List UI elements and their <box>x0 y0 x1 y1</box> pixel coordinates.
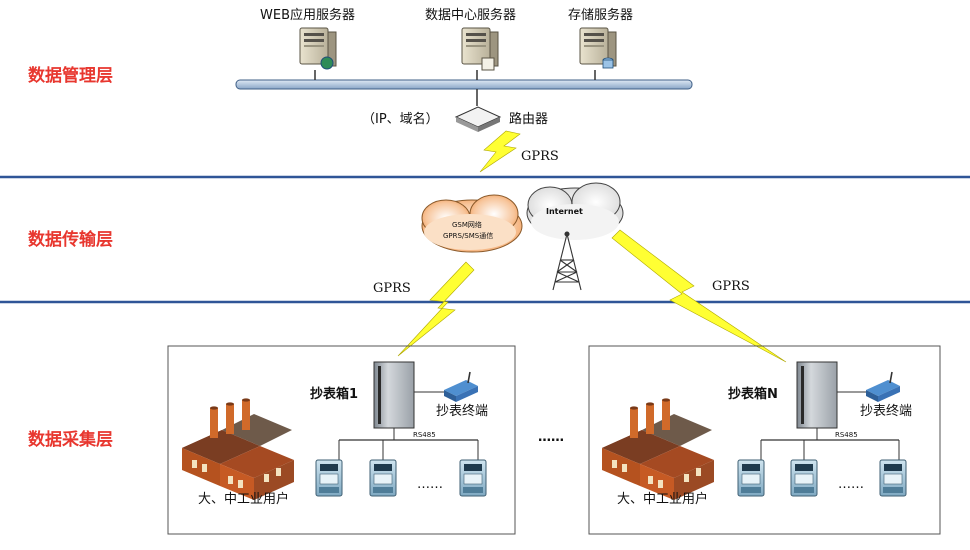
gprs-label-right: GPRS <box>712 279 750 294</box>
cell-tower-icon <box>552 231 582 291</box>
lightning-top <box>479 130 521 173</box>
datacenter-server: 数据中心服务器 <box>425 7 516 80</box>
between-sites-ellipsis: …… <box>538 430 564 445</box>
site-n-user-label: 大、中工业用户 <box>617 491 708 507</box>
gsm-cloud <box>421 194 523 253</box>
factory-icon <box>182 398 294 500</box>
meter-box-1 <box>373 361 415 429</box>
internet-label: Internet <box>546 207 583 216</box>
site-n-terminal-label: 抄表终端 <box>860 403 912 419</box>
router-label: 路由器 <box>509 111 548 127</box>
site-n-box-label: 抄表箱N <box>728 386 778 402</box>
document-icon <box>481 57 495 71</box>
site-1-user-label: 大、中工业用户 <box>198 491 289 507</box>
site-1-meters-ellipsis: …… <box>417 477 443 492</box>
site-1-terminal-label: 抄表终端 <box>436 403 488 419</box>
layer-label-management: 数据管理层 <box>28 65 113 86</box>
lightning-right <box>611 229 787 363</box>
lightning-left <box>397 261 475 357</box>
site-n-meters-ellipsis: …… <box>838 477 864 492</box>
meter-icon <box>790 459 818 497</box>
factory-icon <box>602 398 714 500</box>
web-server: WEB应用服务器 <box>260 7 355 80</box>
site-n-bus-label: RS485 <box>835 431 858 439</box>
terminal-icon <box>443 371 479 403</box>
meter-icon <box>737 459 765 497</box>
globe-icon <box>320 56 334 70</box>
layer-label-collection: 数据采集层 <box>28 429 113 450</box>
meter-icon <box>459 459 487 497</box>
site-1-box-label: 抄表箱1 <box>310 386 358 402</box>
server-bus <box>235 79 693 90</box>
site-panel-1 <box>167 345 516 535</box>
site-panel-n <box>588 345 941 535</box>
meter-box-n <box>796 361 838 429</box>
meter-icon <box>879 459 907 497</box>
gprs-label-top: GPRS <box>521 149 559 164</box>
terminal-icon <box>865 371 901 403</box>
gprs-label-left: GPRS <box>373 281 411 296</box>
gsm-label-line2: GPRS/SMS通信 <box>443 231 493 240</box>
site-1-bus-label: RS485 <box>413 431 436 439</box>
meter-icon <box>369 459 397 497</box>
web-server-label: WEB应用服务器 <box>260 7 355 23</box>
datacenter-server-label: 数据中心服务器 <box>425 7 516 23</box>
meter-icon <box>315 459 343 497</box>
router <box>454 106 502 132</box>
router-prefix: （IP、域名） <box>362 111 439 127</box>
layer-label-transmission: 数据传输层 <box>28 229 113 250</box>
storage-server: 存储服务器 <box>568 7 633 80</box>
storage-server-label: 存储服务器 <box>568 7 633 23</box>
gsm-label-line1: GSM网络 <box>452 220 482 229</box>
internet-cloud <box>526 182 624 240</box>
